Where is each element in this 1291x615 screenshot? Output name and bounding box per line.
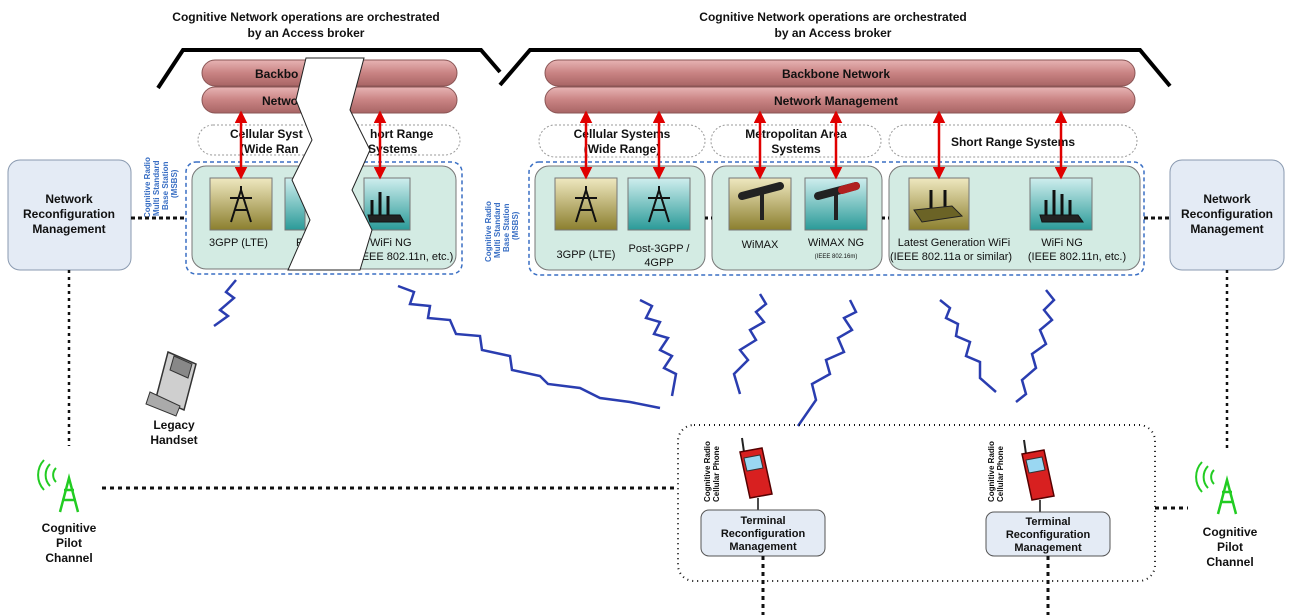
right-section: Backbone Network Network Management Cell… xyxy=(484,59,1145,276)
router-icon xyxy=(367,192,405,223)
wave-2 xyxy=(732,293,768,395)
left-broker-bracket xyxy=(156,48,502,90)
left-msbs-tag-4: (MSBS) xyxy=(170,169,179,198)
left-pilot-line2: Pilot xyxy=(56,536,82,550)
right-netcfg-line1: Network xyxy=(1203,192,1251,206)
legacy-handset-icon xyxy=(145,350,197,417)
left-msbs-tag-1: Cognitive Radio xyxy=(143,157,152,218)
tech-wifi-ng-line1: WiFi NG xyxy=(1041,237,1083,249)
tech-wifi-ng-line2: (IEEE 802.11n, etc.) xyxy=(1028,251,1126,263)
backbone-label: Backbone Network xyxy=(782,67,890,81)
left-netcfg-line1: Network xyxy=(45,192,93,206)
wimax-ng-antenna-icon xyxy=(814,182,860,220)
right-pilot-line1: Cognitive xyxy=(1203,525,1258,539)
wave-3 xyxy=(796,299,858,427)
right-msbs-tag-4: (MSBS) xyxy=(511,211,520,240)
terminal2-line1: Terminal xyxy=(1025,516,1070,528)
tech-latest-wifi-line2: (IEEE 802.11a or similar) xyxy=(890,251,1012,263)
left-netmgmt-label: Netwo xyxy=(262,94,298,108)
tech-post3gpp-line1: Post-3GPP / xyxy=(629,243,691,255)
left-cellular-line2: (Wide Ran xyxy=(240,142,299,156)
right-pilot-line2: Pilot xyxy=(1217,540,1243,554)
left-msbs-tag-2: Multi Standard xyxy=(152,160,161,216)
wave-5 xyxy=(1015,289,1056,403)
right-msbs-tag-3: Base Station xyxy=(502,203,511,252)
right-broker-bracket xyxy=(498,48,1172,88)
tile-latest-wifi xyxy=(908,177,970,231)
left-lte-tile xyxy=(209,177,273,231)
right-msbs-tag-1: Cognitive Radio xyxy=(484,201,493,262)
right-netcfg-line2: Reconfiguration xyxy=(1181,207,1273,221)
tower-icon xyxy=(575,186,597,223)
right-pilot-line3: Channel xyxy=(1206,555,1253,569)
cognitive-phone-1-icon xyxy=(739,437,773,499)
wave-4 xyxy=(939,299,997,393)
tech-post3gpp-line2: 4GPP xyxy=(644,257,673,269)
tech-wimax-ng: WiMAX NG xyxy=(808,237,864,249)
tower-icon xyxy=(230,186,252,223)
right-msbs-tag-2: Multi Standard xyxy=(493,202,502,258)
group-cellular-line1: Cellular Systems xyxy=(574,127,671,141)
router-icon xyxy=(1039,190,1084,223)
right-msbs-tag: Cognitive Radio Multi Standard Base Stat… xyxy=(484,201,520,262)
group-short-outline xyxy=(888,124,1138,158)
left-caption-line2: by an Access broker xyxy=(248,26,365,40)
router-icon xyxy=(913,190,964,223)
group-short-line1: Short Range Systems xyxy=(951,135,1075,149)
terminal1-line3: Management xyxy=(729,541,797,553)
tile-lte xyxy=(554,177,618,231)
left-caption-line1: Cognitive Network operations are orchest… xyxy=(172,10,439,24)
wave-1 xyxy=(639,298,678,397)
group-metro-line1: Metropolitan Area xyxy=(745,127,847,141)
left-pilot-line3: Channel xyxy=(45,551,92,565)
wave-legacy xyxy=(213,279,237,328)
right-caption-line1: Cognitive Network operations are orchest… xyxy=(699,10,966,24)
phone1-tag-2: Cellular Phone xyxy=(712,445,721,502)
left-tech1: 3GPP (LTE) xyxy=(209,237,268,249)
left-netcfg-line3: Management xyxy=(32,222,105,236)
wimax-antenna-icon xyxy=(738,182,784,220)
left-section: Backbo Netwo Cellular Syst (Wide Ran hor… xyxy=(143,57,463,275)
tower-icon xyxy=(648,186,670,223)
cognitive-phone-2-icon xyxy=(1021,439,1055,501)
group-cellular-line2: (Wide Range) xyxy=(584,142,661,156)
netmgmt-label: Network Management xyxy=(774,94,898,108)
left-netcfg-line2: Reconfiguration xyxy=(23,207,115,221)
tech-wimax: WiMAX xyxy=(742,239,779,251)
terminal2-line2: Reconfiguration xyxy=(1006,529,1091,541)
wave-left-long xyxy=(397,284,661,410)
terminal1-line2: Reconfiguration xyxy=(721,528,806,540)
backbone-bar xyxy=(544,59,1136,87)
phone1-tag-1: Cognitive Radio xyxy=(703,441,712,502)
tile-post3gpp xyxy=(627,177,691,231)
left-msbs-tag: Cognitive Radio Multi Standard Base Stat… xyxy=(143,157,179,218)
left-tech3-line2: (IEEE 802.11n, etc.) xyxy=(355,251,453,263)
left-msbs-tag-3: Base Station xyxy=(161,161,170,210)
right-netcfg-line3: Management xyxy=(1190,222,1263,236)
terminal2-line3: Management xyxy=(1014,542,1082,554)
right-pilot-antenna-icon xyxy=(1195,461,1238,515)
torn-gap xyxy=(287,57,373,271)
legacy-line1: Legacy xyxy=(153,418,195,432)
left-shortrange-line2: Systems xyxy=(368,142,418,156)
group-metro-outline xyxy=(710,124,882,158)
tech-lte: 3GPP (LTE) xyxy=(557,249,616,261)
tech-latest-wifi-line1: Latest Generation WiFi xyxy=(898,237,1011,249)
left-pilot-line1: Cognitive xyxy=(42,521,97,535)
phone2-tag-2: Cellular Phone xyxy=(996,445,1005,502)
left-pilot-antenna-icon xyxy=(37,459,80,513)
group-metro-line2: Systems xyxy=(771,142,821,156)
legacy-line2: Handset xyxy=(150,433,197,447)
left-backbone-label: Backbo xyxy=(255,67,298,81)
phone2-tag-1: Cognitive Radio xyxy=(987,441,996,502)
right-caption-line2: by an Access broker xyxy=(775,26,892,40)
terminal-area-outline xyxy=(677,424,1156,582)
tech-wimax-ng-std: (IEEE 802.16m) xyxy=(815,254,858,260)
left-tech3-line1: WiFi NG xyxy=(370,237,412,249)
left-cellular-line1: Cellular Syst xyxy=(230,127,303,141)
terminal1-line1: Terminal xyxy=(740,515,785,527)
radio-waves xyxy=(213,279,1056,427)
